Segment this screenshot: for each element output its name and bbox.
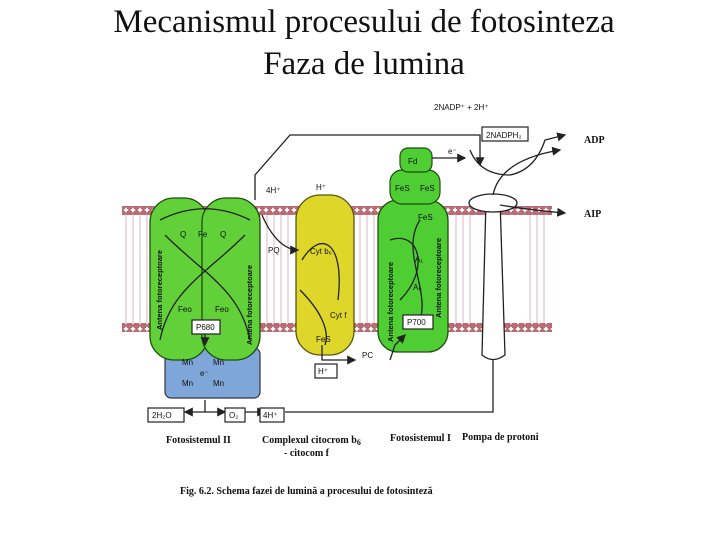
caption-pump: Pompa de protoni	[462, 432, 539, 443]
cyt-f-label: Cyt f	[330, 311, 347, 320]
h-bottom-label: H⁺	[318, 367, 328, 376]
p680-label: P680	[196, 323, 215, 332]
cyt-b6-label: Cyt b₆	[310, 247, 332, 256]
atp-label: AIP	[584, 209, 601, 220]
nadph-box	[481, 126, 529, 142]
antenna-label-2: Antena fotoreceptoare	[245, 265, 254, 345]
figure-caption: Fig. 6.2. Schema fazei de lumină a proce…	[180, 486, 433, 497]
a0-label: A₀	[413, 283, 422, 292]
fd-label: Fd	[408, 157, 417, 166]
antenna-label-1: Antena fotoreceptoare	[155, 250, 164, 330]
fes-b-label: FeS	[420, 184, 435, 193]
a1-label: A₁	[415, 255, 423, 264]
pc-label: PC	[362, 351, 373, 360]
title-line-2: Faza de lumina	[263, 46, 465, 82]
feo2-label: Feo	[215, 305, 229, 314]
p700-label: P700	[407, 318, 426, 327]
fe-label: Fe	[198, 230, 208, 239]
mn4-label: Mn	[213, 379, 224, 388]
h2o-box	[147, 407, 185, 423]
cytochrome-complex	[295, 194, 355, 356]
h4-bottom-label: 4H⁺	[263, 411, 277, 420]
photosystem-ii	[149, 197, 261, 399]
photosystem-i	[377, 147, 449, 353]
o2-box	[224, 407, 246, 423]
h-bottom-box	[314, 363, 338, 379]
antenna-label-3: Antena fotoreceptoare	[386, 262, 395, 342]
adp-label: ADP	[584, 135, 605, 146]
h4-top-label: 4H⁺	[266, 186, 280, 195]
antenna-label-4: Antena fotoreceptoare	[434, 238, 443, 318]
caption-cyt-1: Complexul citocrom b6	[262, 435, 361, 447]
nadp-label: 2NADP⁺ + 2H⁺	[434, 103, 488, 112]
mn2-label: Mn	[213, 358, 224, 367]
mn1-label: Mn	[182, 358, 193, 367]
flow-lines	[183, 132, 567, 417]
title-line-1: Mecanismul procesului de fotosinteza	[113, 4, 615, 40]
e-fd-label: e⁻	[448, 147, 457, 156]
q2-label: Q	[220, 230, 226, 239]
fes-a-label: FeS	[395, 184, 410, 193]
h2o-label: 2H₂O	[152, 411, 172, 420]
caption-psi: Fotosistemul I	[390, 433, 451, 444]
p700-box	[402, 314, 434, 330]
caption-cyt-2: - citocom f	[284, 448, 330, 459]
q1-label: Q	[180, 230, 186, 239]
h4-bottom-box	[259, 407, 285, 423]
pq-label: PQ	[268, 246, 280, 255]
feo1-label: Feo	[178, 305, 192, 314]
nadph-label: 2NADPH₂	[486, 131, 522, 140]
caption-psii: Fotosistemul II	[166, 435, 231, 446]
e-mn-label: e⁻	[200, 369, 209, 378]
fes-cyt-label: FeS	[316, 335, 331, 344]
p680-box	[191, 319, 221, 335]
o2-label: O₂	[229, 411, 238, 420]
proton-pump	[468, 193, 518, 361]
fes-c-label: FeS	[418, 213, 433, 222]
h-top-label: H⁺	[316, 183, 326, 192]
mn3-label: Mn	[182, 379, 193, 388]
